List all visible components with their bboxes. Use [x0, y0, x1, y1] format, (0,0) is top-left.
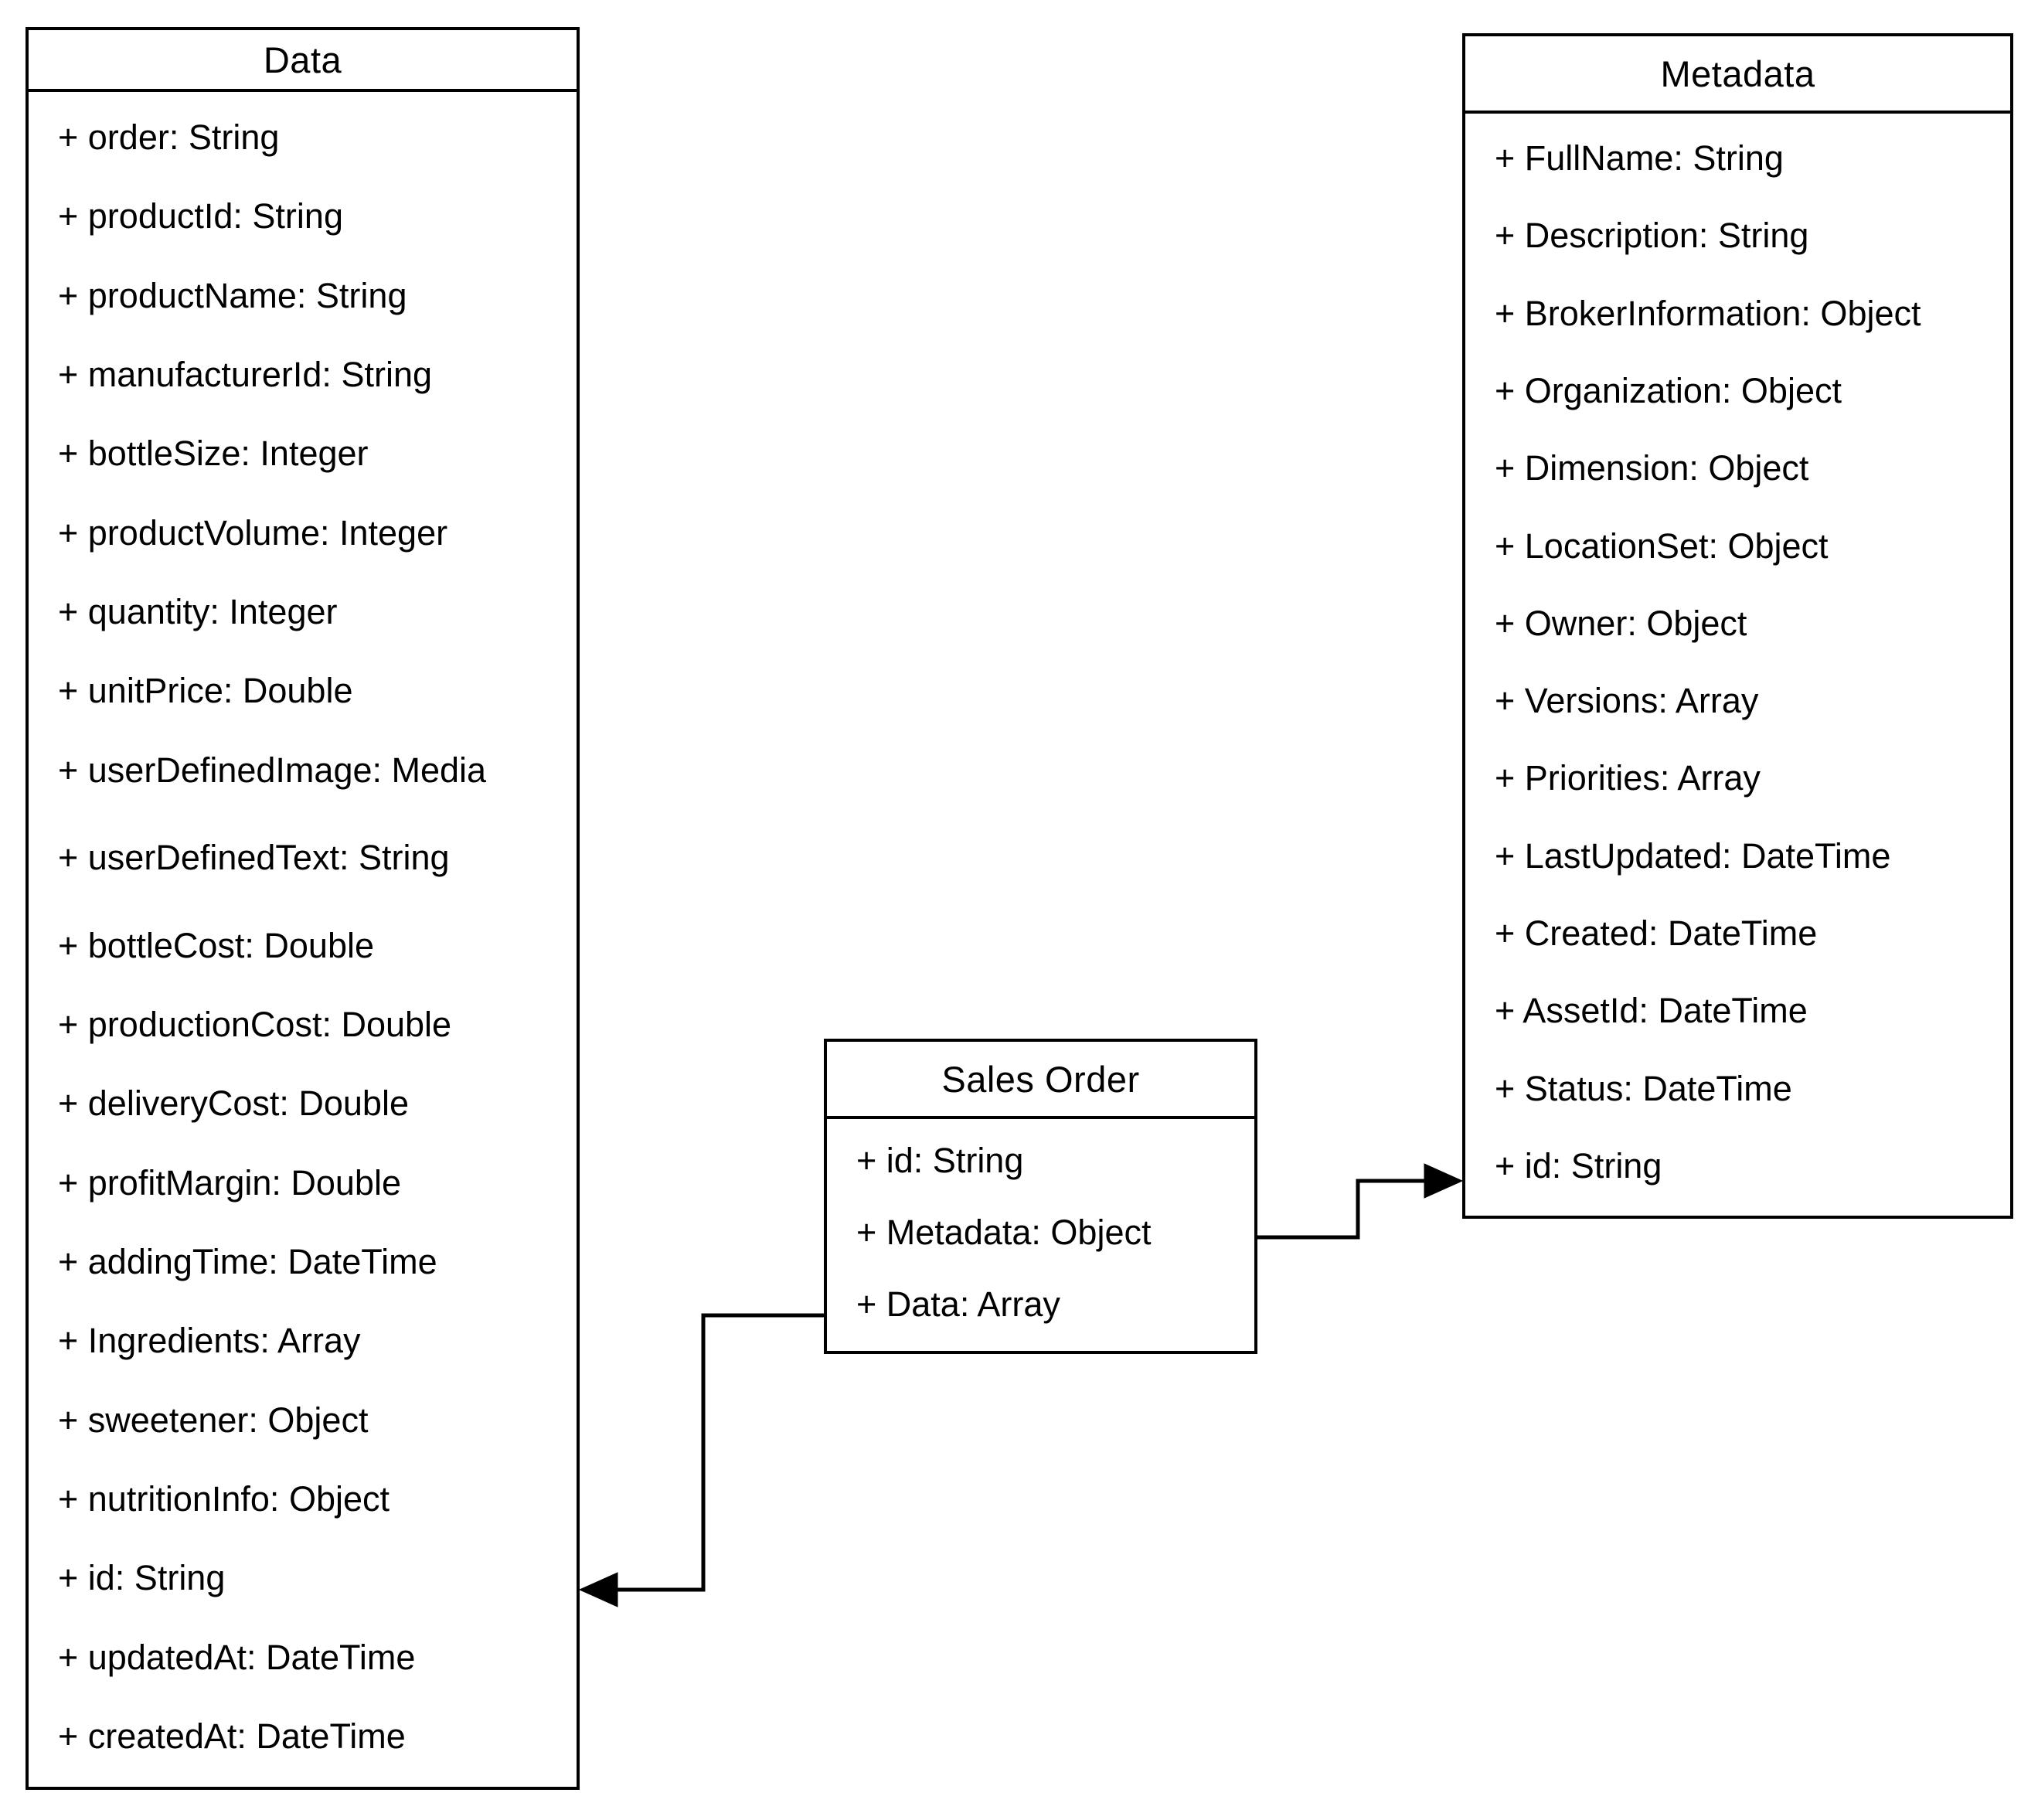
edge-salesorder-to-data — [587, 1313, 824, 1592]
field-row: + productionCost: Double — [58, 1005, 452, 1045]
field-row: + createdAt: DateTime — [58, 1716, 406, 1756]
arrowhead-right-icon — [1424, 1163, 1464, 1199]
edge-salesorder-to-metadata — [1257, 1179, 1454, 1240]
class-title-metadata: Metadata — [1465, 36, 2010, 114]
field-row: + bottleCost: Double — [58, 925, 374, 965]
field-row: + Priorities: Array — [1495, 758, 1761, 798]
class-box-data: Data + order: String + productId: String… — [26, 27, 580, 1790]
class-title-sales-order: Sales Order — [827, 1042, 1254, 1119]
field-row: + userDefinedText: String — [58, 838, 450, 878]
arrowhead-left-icon — [578, 1572, 618, 1607]
class-fields-data: + order: String + productId: String + pr… — [29, 92, 577, 1787]
field-row: + BrokerInformation: Object — [1495, 293, 1921, 333]
class-fields-sales-order: + id: String + Metadata: Object + Data: … — [827, 1119, 1254, 1351]
field-row: + Organization: Object — [1495, 370, 1842, 410]
field-row: + FullName: String — [1495, 138, 1784, 179]
field-row: + Metadata: Object — [856, 1213, 1152, 1252]
field-row: + Versions: Array — [1495, 681, 1759, 721]
class-box-metadata: Metadata + FullName: String + Descriptio… — [1462, 33, 2013, 1219]
field-row: + productName: String — [58, 275, 407, 315]
field-row: + unitPrice: Double — [58, 671, 353, 711]
field-row: + LocationSet: Object — [1495, 526, 1829, 566]
field-row: + id: String — [58, 1558, 226, 1598]
field-row: + Owner: Object — [1495, 603, 1747, 643]
class-title-data: Data — [29, 30, 577, 92]
field-row: + profitMargin: Double — [58, 1162, 401, 1203]
field-row: + productId: String — [58, 196, 343, 236]
class-box-sales-order: Sales Order + id: String + Metadata: Obj… — [824, 1039, 1257, 1354]
field-row: + nutritionInfo: Object — [58, 1478, 390, 1519]
field-row: + id: String — [856, 1141, 1024, 1181]
field-row: + quantity: Integer — [58, 592, 338, 632]
field-row: + bottleSize: Integer — [58, 434, 369, 474]
field-row: + Ingredients: Array — [58, 1321, 361, 1361]
field-row: + Status: DateTime — [1495, 1068, 1792, 1108]
field-row: + deliveryCost: Double — [58, 1083, 409, 1124]
field-row: + order: String — [58, 117, 280, 158]
field-row: + updatedAt: DateTime — [58, 1637, 416, 1677]
field-row: + userDefinedImage: Media — [58, 750, 487, 790]
field-row: + Dimension: Object — [1495, 448, 1809, 488]
field-row: + productVolume: Integer — [58, 512, 448, 553]
field-row: + Description: String — [1495, 216, 1809, 256]
field-row: + Data: Array — [856, 1284, 1060, 1324]
field-row: + Created: DateTime — [1495, 913, 1818, 953]
field-row: + addingTime: DateTime — [58, 1242, 437, 1282]
field-row: + sweetener: Object — [58, 1400, 369, 1440]
class-fields-metadata: + FullName: String + Description: String… — [1465, 114, 2010, 1216]
field-row: + LastUpdated: DateTime — [1495, 835, 1891, 876]
field-row: + AssetId: DateTime — [1495, 991, 1808, 1031]
field-row: + id: String — [1495, 1145, 1662, 1186]
field-row: + manufacturerId: String — [58, 355, 432, 395]
